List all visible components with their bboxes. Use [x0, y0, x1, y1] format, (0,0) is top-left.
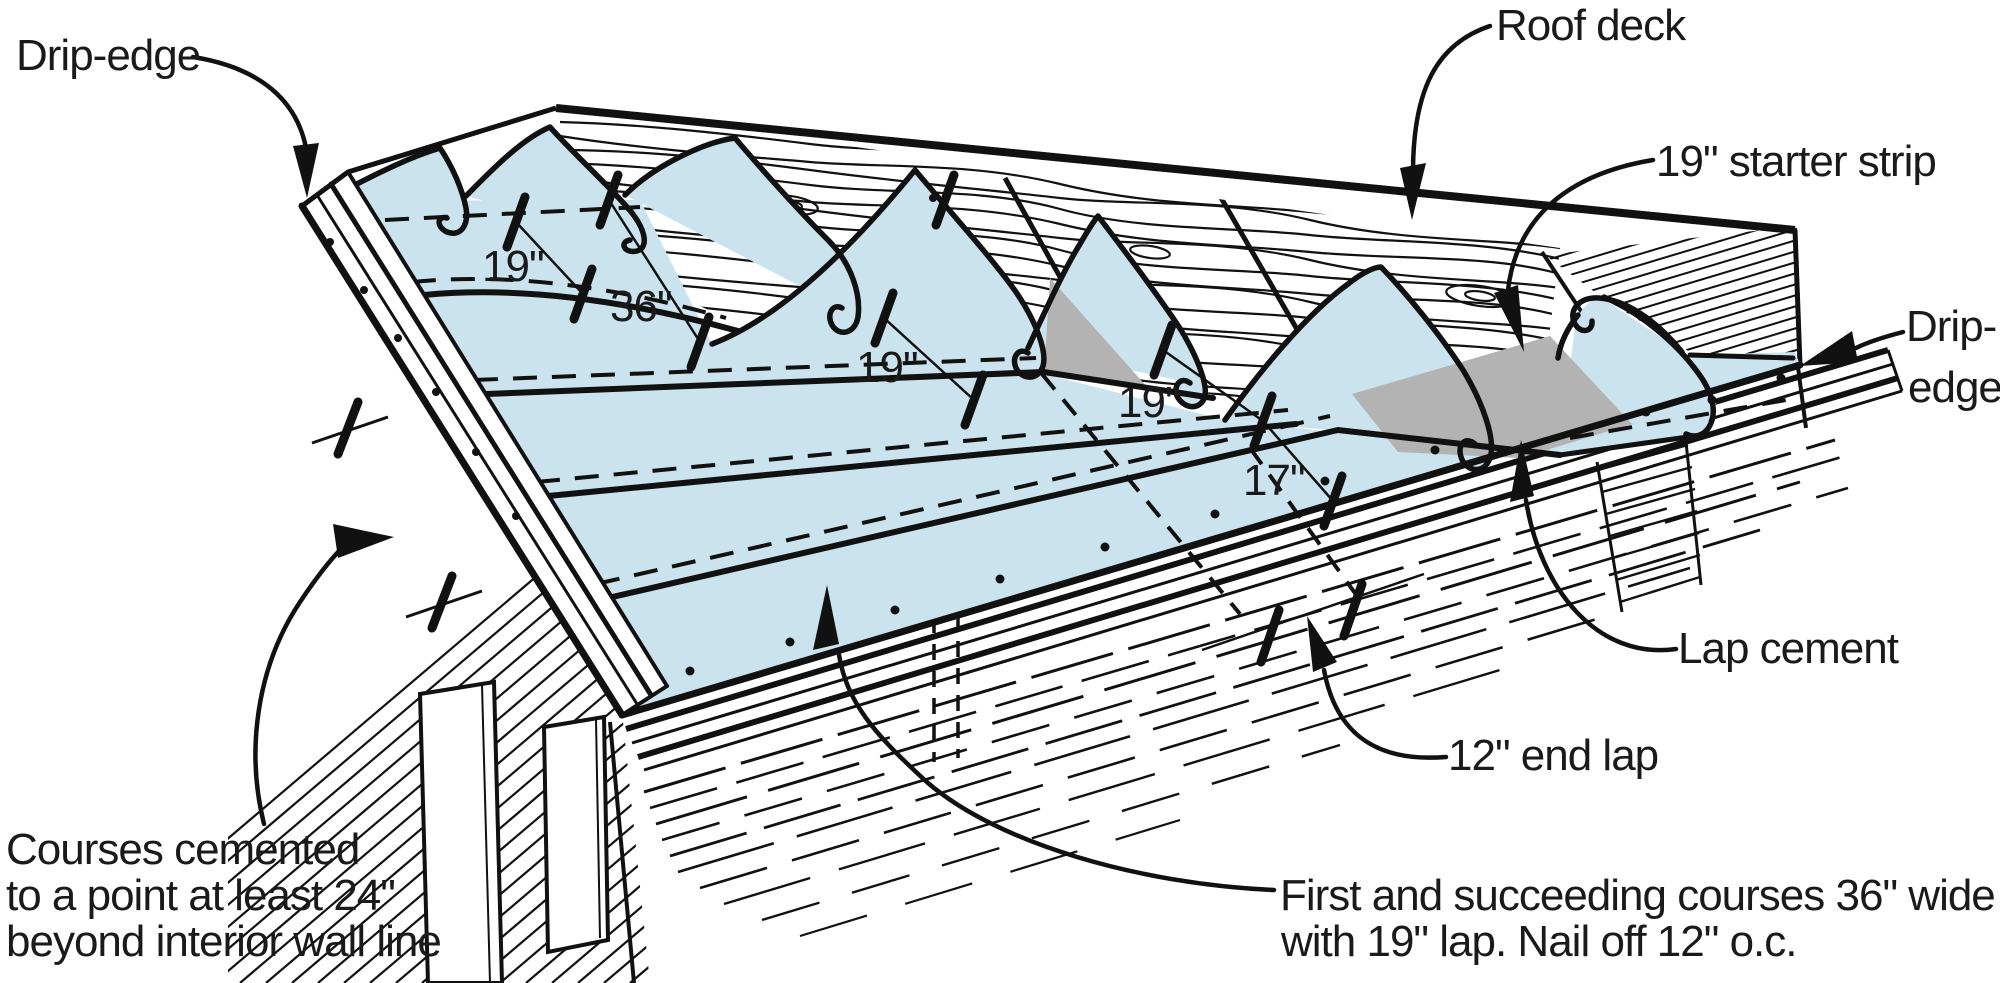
label-starter-strip: 19" starter strip [1656, 137, 1936, 186]
rake-drip-edge [298, 169, 669, 719]
label-roof-deck: Roof deck [1496, 1, 1687, 50]
arrowhead-icon [1494, 285, 1524, 352]
leader-drip-edge-right [1853, 329, 1906, 351]
rake-measure-ticks [311, 397, 483, 633]
leader-starter-strip [1505, 157, 1656, 293]
deck-seam [1217, 194, 1305, 340]
label-courses-cemented-line2: to a point at least 24" [6, 871, 395, 920]
course-edges [307, 193, 1804, 719]
roofing-surface [310, 200, 1800, 715]
corner-post-front [541, 714, 611, 955]
front-wall [625, 347, 1904, 938]
rake-nails [326, 238, 520, 520]
label-courses-cemented-line1: Courses cemented [6, 825, 359, 874]
eave-edge [618, 361, 1804, 719]
deck-back-edge [555, 104, 1796, 234]
lap-dashed-lines [345, 205, 1787, 586]
arrowhead-icon [1307, 616, 1337, 672]
label-lap-cement: Lap cement [1678, 624, 1899, 673]
label-drip-edge-left: Drip-edge [16, 31, 200, 80]
corner-post-left [417, 679, 505, 983]
label-drip-edge-right-line1: Drip- [1906, 302, 1996, 351]
measure-lines [515, 199, 1425, 652]
arrowhead-icon [1400, 163, 1426, 220]
measurement-36: 36" [610, 282, 672, 331]
arrowhead-icon [1510, 440, 1534, 502]
end-lap-dashed-lines [1040, 372, 1362, 616]
label-courses-cemented-line3: beyond interior wall line [6, 917, 441, 966]
measurement-17: 17" [1243, 456, 1305, 505]
lap-cement-patch [1352, 336, 1632, 458]
callout-labels: Drip-edge Roof deck 19" starter strip Dr… [6, 1, 2000, 966]
leader-roof-deck [1410, 23, 1493, 171]
left-gable-wall [228, 302, 650, 983]
nails [685, 194, 1786, 676]
arrowhead-icon [333, 524, 394, 558]
label-first-courses-line1: First and succeeding courses 36" wide [1280, 871, 1995, 920]
label-end-lap: 12" end lap [1448, 731, 1658, 780]
arrowhead-icon [813, 585, 839, 650]
leader-arrows [190, 23, 1906, 893]
lap-cement-patch [1044, 278, 1148, 388]
label-first-courses-line2: with 19" lap. Nail off 12" o.c. [1280, 917, 1797, 966]
leader-first-courses [836, 652, 1277, 893]
leader-drip-edge-left [190, 54, 309, 151]
measurement-19-top: 19" [482, 242, 544, 291]
right-corner-siding-block [1595, 441, 1703, 613]
leader-courses-cemented [253, 545, 345, 827]
deck-left-edge [347, 105, 557, 175]
deck-right-edge [1792, 229, 1803, 366]
measurements: 19" 36" 19" 19" 17" [482, 170, 1425, 667]
leader-lap-cement [1523, 497, 1679, 653]
roofing-courses [307, 124, 1804, 719]
measurement-19-right: 19" [1118, 378, 1180, 427]
measure-ticks [502, 170, 1367, 667]
arrowhead-icon [1800, 331, 1858, 366]
leader-end-lap [1321, 667, 1449, 760]
measurement-19-mid: 19" [856, 343, 918, 392]
label-drip-edge-right-line2: edge [1908, 363, 2000, 412]
arrowhead-icon [293, 143, 319, 198]
front-corner-edge [608, 721, 636, 983]
